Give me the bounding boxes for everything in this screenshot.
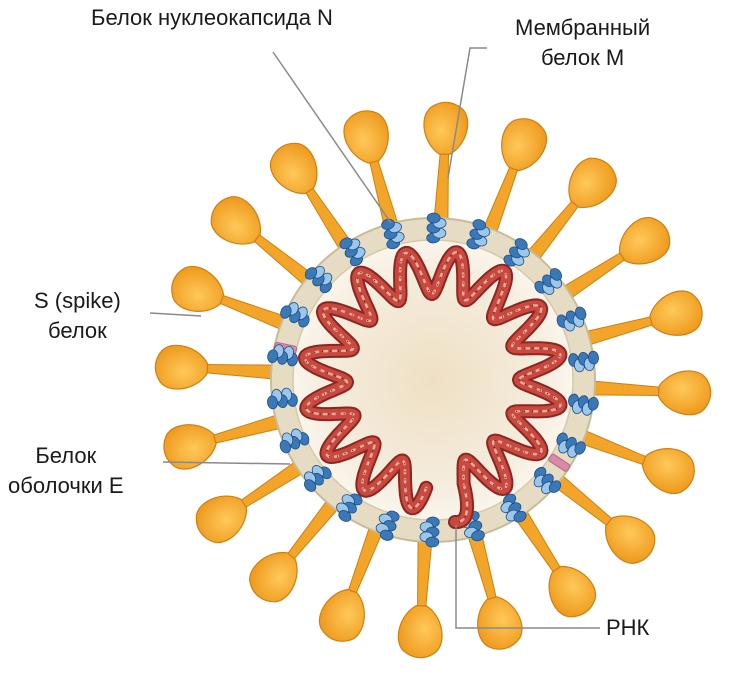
spike-protein — [453, 527, 527, 654]
spike-protein — [580, 286, 707, 360]
spike-protein — [573, 416, 701, 500]
spike-protein — [419, 101, 469, 223]
spike-protein — [154, 344, 276, 394]
leader-spike — [150, 313, 201, 316]
label-nucleocapsid-protein: Белок нуклеокапсида N — [91, 3, 333, 33]
spike-protein — [165, 261, 293, 345]
spike-protein — [590, 366, 712, 416]
spike-protein — [339, 106, 413, 233]
label-envelope-protein: Белок оболочки Е — [8, 441, 124, 501]
spike-protein — [397, 537, 447, 659]
label-spike-protein: S (spike) белок — [34, 286, 121, 346]
label-rna: РНК — [606, 613, 649, 643]
label-membrane-protein: Мембранный белок М — [515, 13, 650, 73]
